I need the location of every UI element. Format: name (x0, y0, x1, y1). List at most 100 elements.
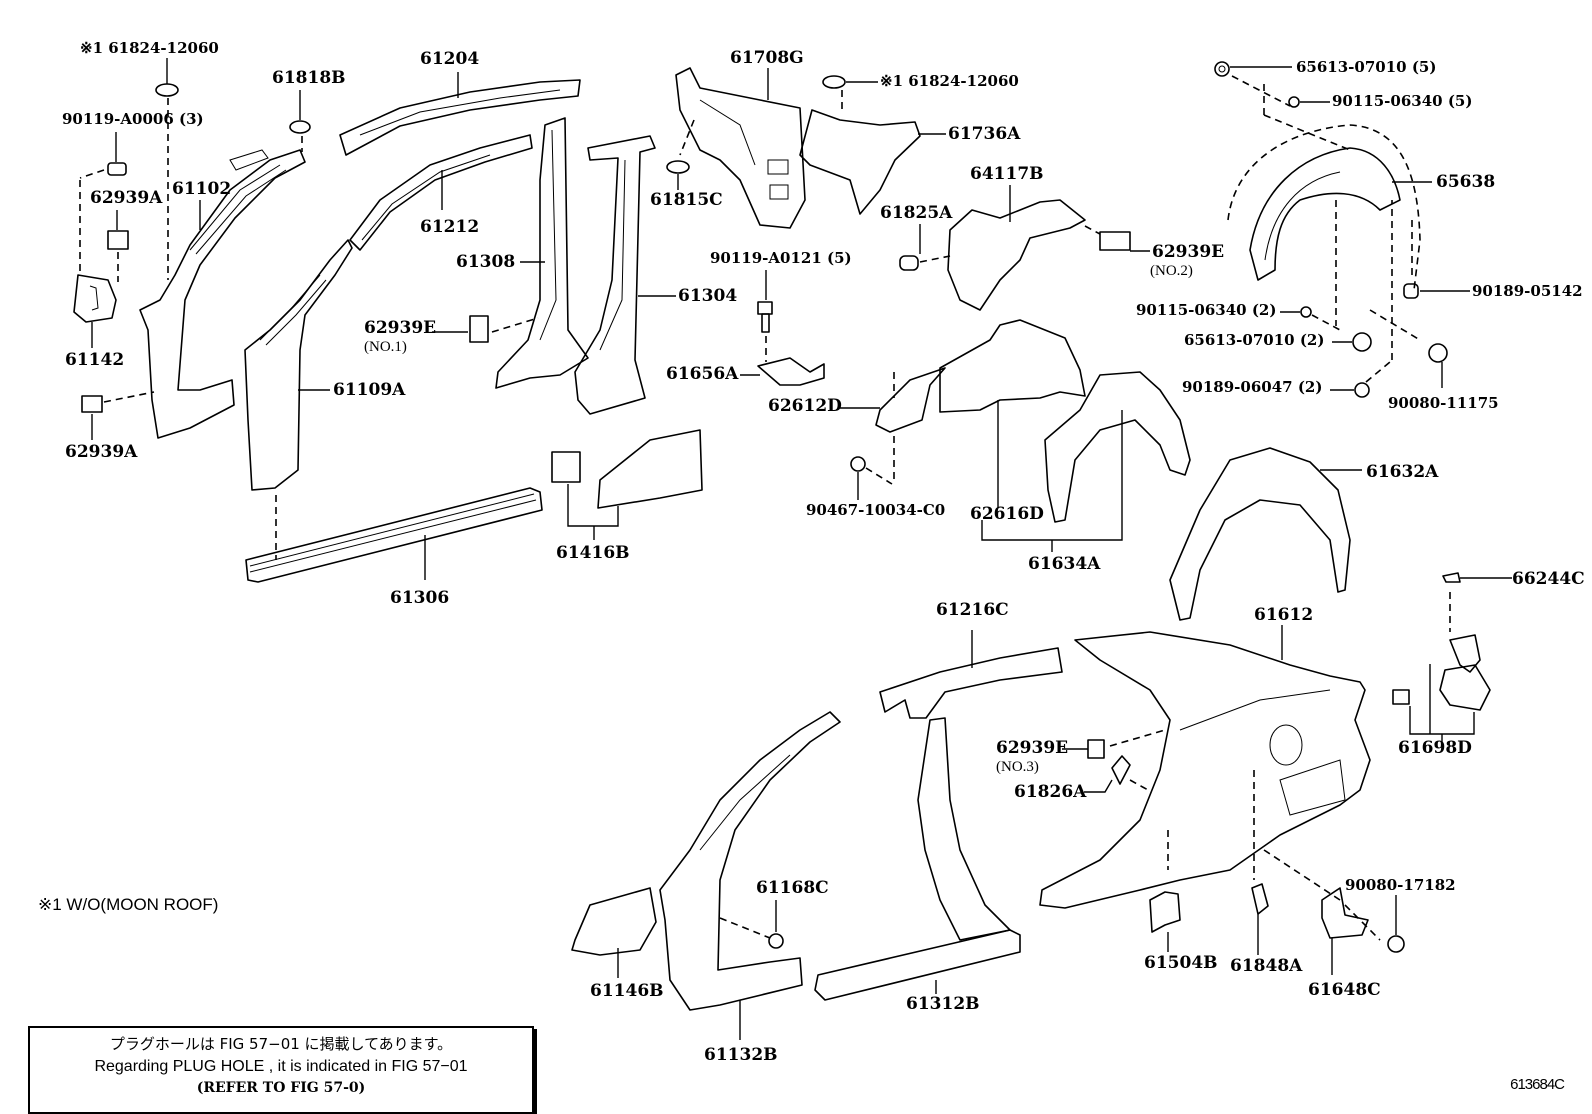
label-65638: 65638 (1436, 172, 1496, 192)
label-62939A-bottom: 62939A (65, 442, 138, 462)
bracket-62612D (840, 367, 946, 484)
label-62939E-no2: 62939E (1152, 242, 1225, 262)
wheelhouse-liner-65638 (1227, 124, 1432, 291)
label-61824-12060-left: ※1 61824-12060 (80, 39, 219, 57)
notice-line-japanese: プラグホールは FIG 57−01 に掲載してあります。 (109, 1035, 453, 1053)
label-62939E-no3-sub: (NO.3) (996, 759, 1039, 775)
roof-rail-61216C (879, 630, 1063, 719)
label-61504B: 61504B (1144, 953, 1218, 973)
wheelhouse-62616D (939, 319, 1086, 508)
label-61132B: 61132B (704, 1045, 778, 1065)
wheelhouse-outer-61632A (1169, 447, 1362, 621)
label-61818B: 61818B (272, 68, 346, 88)
label-61634A: 61634A (1028, 554, 1101, 574)
rocker-61312B (814, 717, 1021, 1001)
label-61708G: 61708G (730, 48, 804, 68)
label-61142: 61142 (65, 350, 125, 370)
label-61304: 61304 (678, 286, 738, 306)
bracket-61848A (1251, 770, 1269, 955)
plug-61815C (666, 160, 690, 190)
front-pillar-outer-61132B (659, 711, 841, 1040)
label-61168C: 61168C (756, 878, 829, 898)
nut-65613-07010-top (1214, 61, 1351, 151)
label-61736A: 61736A (948, 124, 1021, 144)
label-61312B: 61312B (906, 994, 980, 1014)
label-62616D: 62616D (970, 504, 1044, 524)
rocker-61306 (245, 487, 543, 583)
figure-id: 613684C (1510, 1076, 1565, 1093)
label-90189-05142: 90189-05142 (1472, 282, 1583, 300)
label-61825A: 61825A (880, 203, 953, 223)
block-62939E-no3 (1062, 729, 1166, 759)
roof-side-inner-61212 (349, 134, 533, 251)
label-61848A: 61848A (1230, 956, 1303, 976)
block-62939A-bottom (81, 391, 155, 440)
plug-hole-notice-box: プラグホールは FIG 57−01 に掲載してあります。 Regarding P… (28, 1026, 534, 1114)
label-61826A: 61826A (1014, 782, 1087, 802)
bolt-90119-A0006 (79, 132, 127, 275)
label-61146B: 61146B (590, 981, 664, 1001)
label-90189-06047: 90189-06047 (2) (1182, 378, 1323, 396)
b-pillar-61304 (574, 135, 676, 415)
bracket-61648C (1263, 849, 1369, 975)
pillar-61109A (244, 239, 353, 491)
label-62939A-top: 62939A (90, 188, 163, 208)
label-61216C: 61216C (936, 600, 1009, 620)
label-61815C: 61815C (650, 190, 723, 210)
plug-61824-12060-left (155, 58, 179, 280)
bracket-61656A (740, 357, 825, 386)
label-61102: 61102 (172, 179, 232, 199)
label-90115-06340-5: 90115-06340 (5) (1332, 92, 1473, 110)
panel-61708G (675, 67, 806, 229)
fuel-door-61698D (1392, 592, 1491, 746)
label-61612: 61612 (1254, 605, 1314, 625)
label-90467-10034-C0: 90467-10034-C0 (806, 501, 946, 519)
label-61212: 61212 (420, 217, 480, 237)
pillar-61102 (139, 149, 306, 439)
bracket-61504B (1149, 830, 1181, 952)
block-62939E-no1 (432, 315, 539, 343)
label-90080-17182: 90080-17182 (1345, 876, 1456, 894)
label-61656A: 61656A (666, 364, 739, 384)
bracket-61146B (571, 887, 657, 978)
nut-90080-17182 (1344, 895, 1405, 953)
label-62612D: 62612D (768, 396, 842, 416)
roof-rail-61204 (339, 72, 581, 156)
block-62939E-no2 (1084, 225, 1150, 252)
label-90115-06340-2: 90115-06340 (2) (1136, 301, 1277, 319)
label-61632A: 61632A (1366, 462, 1439, 482)
screw-90115-06340-top (1288, 96, 1330, 108)
bolt-90080-11175 (1369, 309, 1448, 388)
label-61824-12060-right: ※1 61824-12060 (880, 72, 1019, 90)
nut-90189-06047 (1330, 200, 1393, 398)
bolt-90119-A0121 (757, 270, 773, 362)
label-61648C: 61648C (1308, 980, 1381, 1000)
label-62939E-no1-sub: (NO.1) (364, 339, 407, 355)
label-61416B: 61416B (556, 543, 630, 563)
label-65613-07010-5: 65613-07010 (5) (1296, 58, 1437, 76)
nut-90189-05142 (1403, 220, 1470, 299)
label-90119-A0006: 90119-A0006 (3) (62, 110, 204, 128)
plug-61824-12060-right (822, 75, 878, 112)
clip-90467-10034-C0 (850, 456, 893, 500)
plug-61818B (289, 90, 311, 152)
label-64117B: 64117B (970, 164, 1044, 184)
nut-61168C (768, 900, 784, 949)
label-61204: 61204 (420, 49, 480, 69)
label-61306: 61306 (390, 588, 450, 608)
label-65613-07010-2: 65613-07010 (2) (1184, 331, 1325, 349)
quarter-panel-61612 (1039, 625, 1371, 909)
b-pillar-61308 (495, 117, 589, 389)
block-62939A-top (107, 210, 129, 282)
screw-90115-06340-lower (1280, 200, 1341, 331)
label-62939E-no2-sub: (NO.2) (1150, 263, 1193, 279)
bracket-61736A (799, 109, 946, 215)
label-61698D: 61698D (1398, 738, 1472, 758)
notice-line-reference: (REFER TO FIG 57-0) (196, 1080, 366, 1096)
label-90119-A0121: 90119-A0121 (5) (710, 249, 852, 267)
label-66244C: 66244C (1512, 569, 1585, 589)
plug-61826A (1084, 755, 1149, 793)
cap-66244C (1442, 572, 1512, 583)
label-90080-11175: 90080-11175 (1388, 394, 1499, 412)
